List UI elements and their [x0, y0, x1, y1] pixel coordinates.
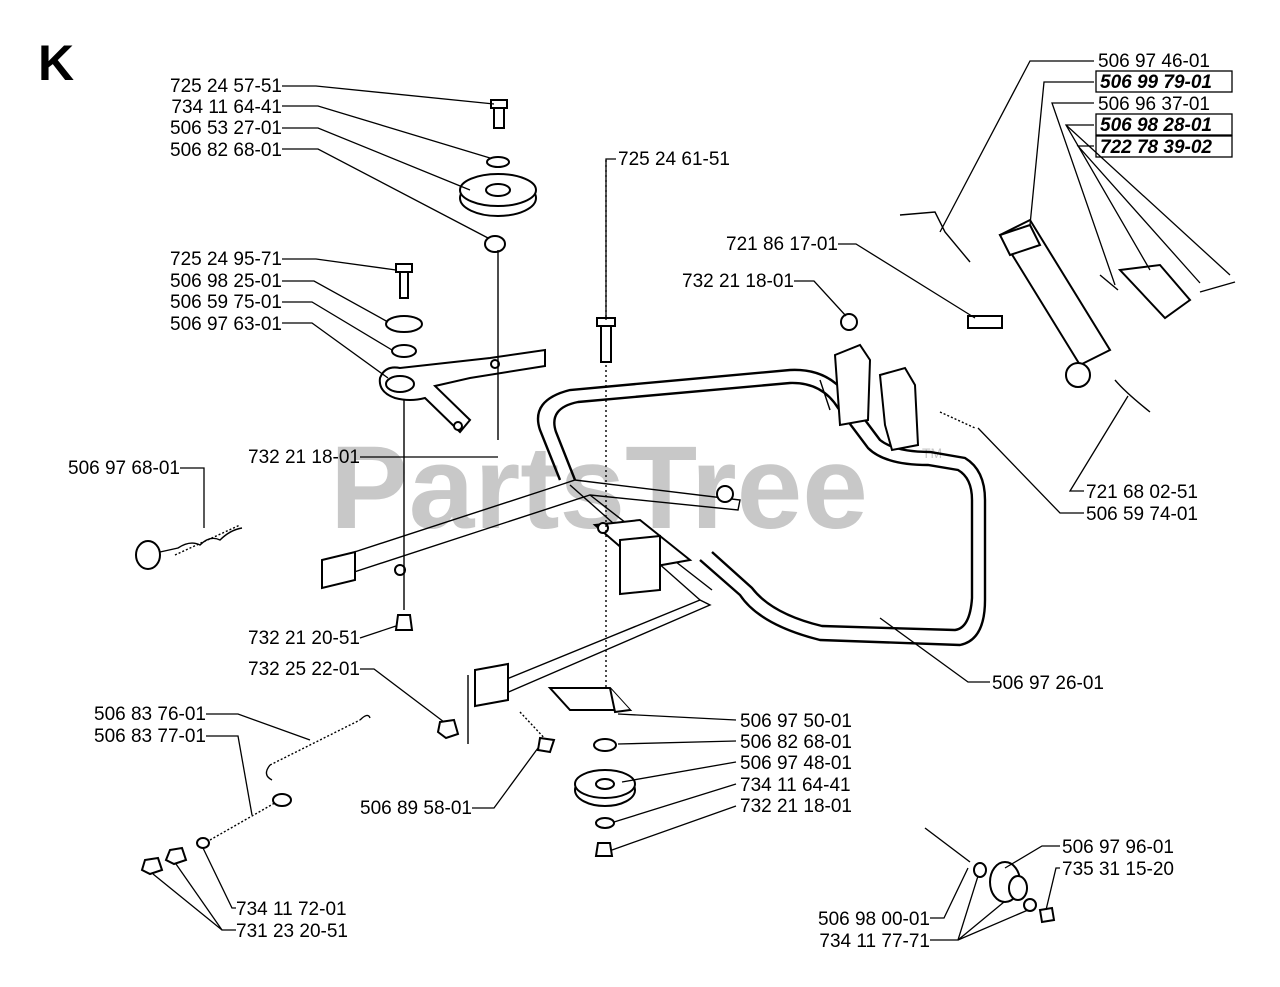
part-number-732-21-18-01-a: 732 21 18-01 — [248, 447, 360, 468]
part-number-732-21-18-01-c: 732 21 18-01 — [740, 796, 852, 817]
part-number-725-24-57-51: 725 24 57-51 — [170, 76, 282, 97]
part-number-725-24-95-71: 725 24 95-71 — [170, 249, 282, 270]
part-number-506-59-75-01: 506 59 75-01 — [170, 292, 282, 313]
part-number-506-97-63-01: 506 97 63-01 — [170, 314, 282, 335]
part-number-506-97-68-01: 506 97 68-01 — [68, 458, 180, 479]
bolt-nut-misc — [436, 675, 556, 754]
part-number-506-89-58-01: 506 89 58-01 — [360, 798, 472, 819]
part-number-506-59-74-01: 506 59 74-01 — [1086, 504, 1198, 525]
part-number-506-97-48-01: 506 97 48-01 — [740, 753, 852, 774]
tension-spring-bottom — [140, 714, 371, 876]
part-number-732-21-18-01-b: 732 21 18-01 — [682, 271, 794, 292]
part-number-506-82-68-01: 506 82 68-01 — [170, 140, 282, 161]
part-number-506-53-27-01: 506 53 27-01 — [170, 118, 282, 139]
top-idler-bracket — [378, 348, 546, 434]
part-number-732-25-22-01: 732 25 22-01 — [248, 659, 360, 680]
boxed-callout-frame — [1095, 70, 1233, 93]
boxed-callout-frame — [1095, 135, 1233, 158]
part-number-731-23-20-51: 731 23 20-51 — [236, 921, 348, 942]
part-number-734-11-77-71: 734 11 77-71 — [819, 931, 930, 952]
sheet-letter: K — [38, 35, 74, 91]
part-number-732-21-20-51: 732 21 20-51 — [248, 628, 360, 649]
front-axle-beam — [321, 479, 741, 708]
frame-tube — [536, 368, 987, 647]
part-number-506-98-25-01: 506 98 25-01 — [170, 271, 282, 292]
part-number-506-83-76-01: 506 83 76-01 — [94, 704, 206, 725]
right-bracket-plates — [819, 313, 976, 452]
part-number-725-24-61-51: 725 24 61-51 — [618, 149, 730, 170]
boxed-callout-frame — [1095, 113, 1233, 136]
part-number-506-97-26-01: 506 97 26-01 — [992, 673, 1104, 694]
part-number-506-98-28-01: 506 98 28-01 — [1100, 115, 1212, 136]
part-number-721-86-17-01: 721 86 17-01 — [726, 234, 838, 255]
part-number-734-11-64-41: 734 11 64-41 — [171, 97, 282, 118]
part-number-506-97-50-01: 506 97 50-01 — [740, 711, 852, 732]
part-number-734-11-64-41-b: 734 11 64-41 — [740, 775, 851, 796]
part-number-734-11-72-01: 734 11 72-01 — [236, 899, 347, 920]
pin-spring-left — [135, 524, 243, 570]
part-number-506-83-77-01: 506 83 77-01 — [94, 726, 206, 747]
part-number-735-31-15-20: 735 31 15-20 — [1062, 859, 1174, 880]
bottom-pulley-stack — [547, 687, 636, 857]
top-pulley-stack — [459, 99, 537, 440]
part-number-506-82-68-01-b: 506 82 68-01 — [740, 732, 852, 753]
part-number-506-96-37-01: 506 96 37-01 — [1098, 94, 1210, 115]
part-number-722-78-39-02: 722 78 39-02 — [1100, 137, 1212, 158]
wheel-axle-assembly — [924, 827, 1056, 924]
part-number-506-98-00-01: 506 98 00-01 — [818, 909, 930, 930]
leader-lines — [152, 60, 1231, 941]
part-number-721-68-02-51: 721 68 02-51 — [1086, 482, 1198, 503]
part-number-506-99-79-01: 506 99 79-01 — [1100, 72, 1212, 93]
hitch-assembly — [899, 211, 1236, 413]
callout-labels: 725 24 57-51 734 11 64-41 506 53 27-01 5… — [68, 51, 1233, 952]
part-number-506-97-46-01: 506 97 46-01 — [1098, 51, 1210, 72]
left-bolt-stack — [385, 263, 423, 631]
part-number-506-97-96-01: 506 97 96-01 — [1062, 837, 1174, 858]
